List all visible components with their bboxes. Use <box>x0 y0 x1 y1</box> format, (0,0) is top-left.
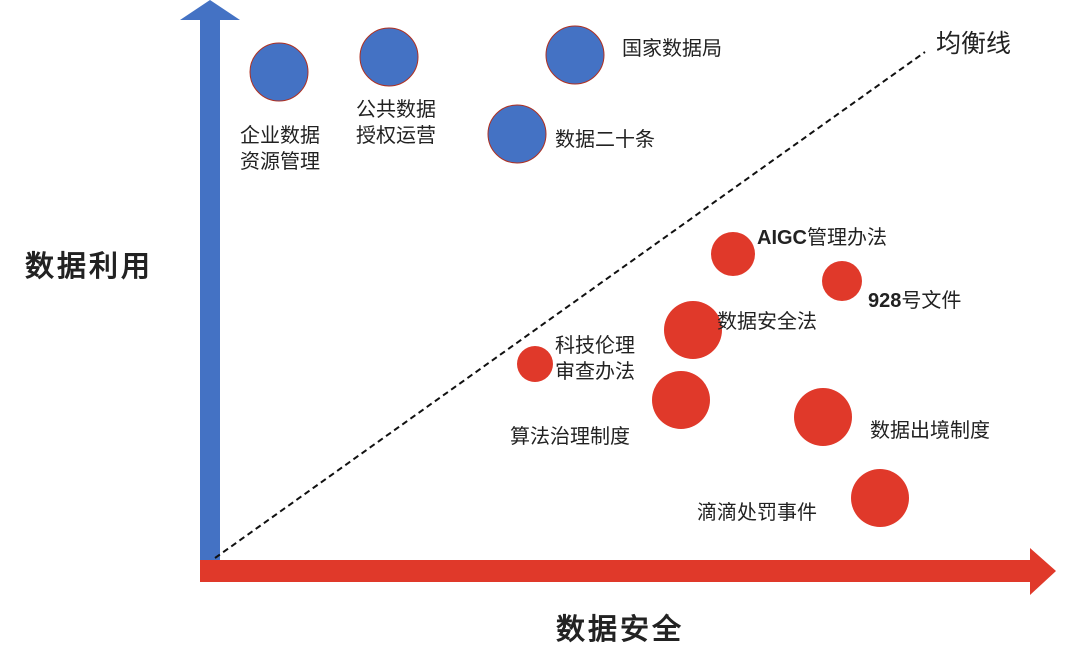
label-aigc: AIGC管理办法 <box>757 224 887 251</box>
bubble-928 <box>822 261 862 301</box>
label-prefix: AIGC <box>757 227 807 249</box>
label-didi: 滴滴处罚事件 <box>697 500 817 524</box>
label-prefix: 928 <box>868 290 902 312</box>
label-line: 公共数据 <box>356 97 436 121</box>
label-public-data: 公共数据 授权运营 <box>356 96 436 148</box>
label-enterprise-data: 企业数据 资源管理 <box>240 122 320 174</box>
balance-line-label: 均衡线 <box>936 29 1012 58</box>
label-data-20: 数据二十条 <box>555 127 655 151</box>
label-data-security-law: 数据安全法 <box>717 309 817 333</box>
x-axis-label: 数据安全 <box>556 612 685 646</box>
bubble-national-data-bureau <box>545 25 605 85</box>
label-text: 号文件 <box>901 288 962 312</box>
label-928: 928号文件 <box>868 287 961 314</box>
label-line: 审查办法 <box>555 359 635 383</box>
bubble-data-20 <box>487 104 547 164</box>
label-cross-border: 数据出境制度 <box>870 418 990 442</box>
label-line: 资源管理 <box>240 149 320 173</box>
y-axis-label: 数据利用 <box>25 249 154 283</box>
label-line: 授权运营 <box>356 123 436 147</box>
bubble-algorithm <box>652 371 710 429</box>
y-axis-arrow <box>180 0 240 580</box>
bubble-public-data <box>359 27 419 87</box>
bubble-aigc <box>711 232 755 276</box>
bubble-data-security-law <box>664 301 722 359</box>
label-ethics-review: 科技伦理 审查办法 <box>555 332 635 384</box>
bubble-enterprise-data <box>249 42 309 102</box>
bubble-cross-border <box>794 388 852 446</box>
balance-line <box>214 51 926 559</box>
label-national-data-bureau: 国家数据局 <box>622 36 722 60</box>
label-line: 企业数据 <box>240 123 320 147</box>
label-algorithm: 算法治理制度 <box>510 424 630 448</box>
x-axis-arrow <box>200 548 1056 595</box>
bubble-ethics-review <box>517 346 553 382</box>
bubble-didi <box>851 469 909 527</box>
label-line: 科技伦理 <box>555 333 635 357</box>
label-text: 管理办法 <box>807 225 887 249</box>
